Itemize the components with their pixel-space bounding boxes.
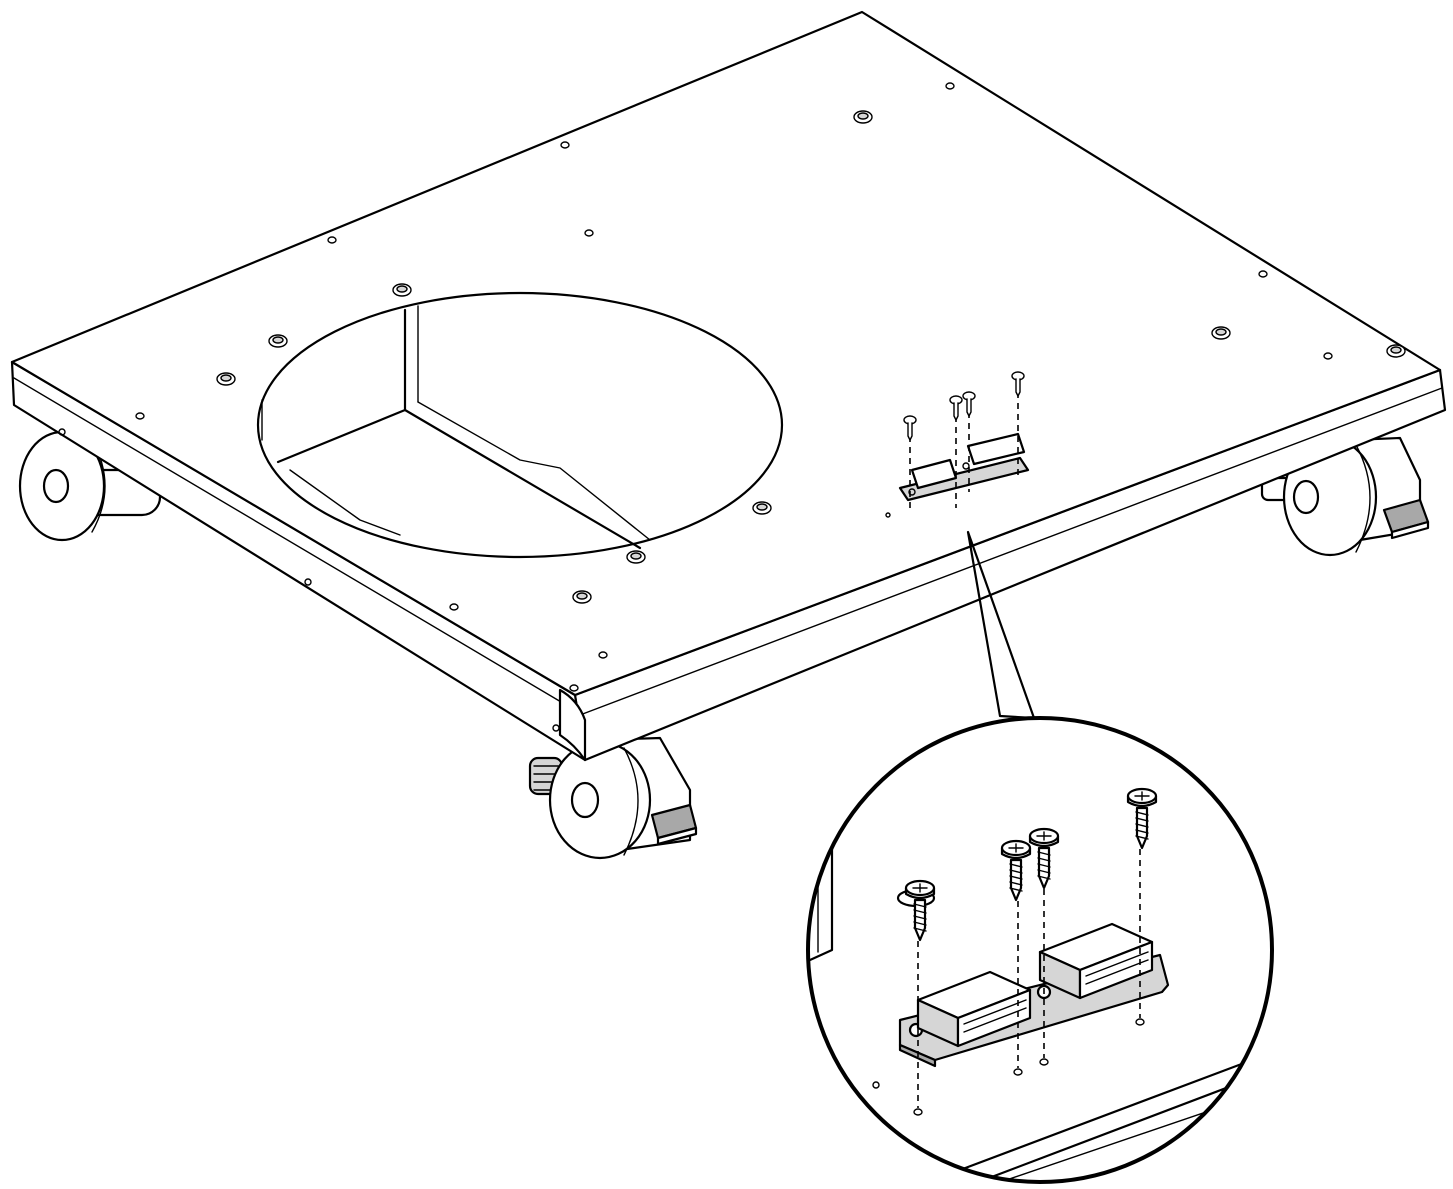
mounting-hole xyxy=(584,229,594,237)
screw-head xyxy=(853,110,873,124)
mounting-hole xyxy=(598,651,608,659)
screw xyxy=(1126,787,1158,850)
caster-wheel-back-right xyxy=(1260,436,1430,557)
screw xyxy=(949,395,963,508)
screw-head xyxy=(216,372,236,386)
mounting-hole xyxy=(327,236,337,244)
mounting-hole xyxy=(1258,270,1268,278)
screw-head xyxy=(268,334,288,348)
magnetic-catch-small xyxy=(885,371,1030,518)
caster-wheel-front xyxy=(528,736,698,860)
wheel-brake-lever-right xyxy=(1382,498,1430,540)
screw-head xyxy=(1386,344,1406,358)
screw-head xyxy=(392,283,412,297)
screw xyxy=(903,415,917,512)
mounting-hole xyxy=(449,603,459,611)
screw-head xyxy=(626,550,646,564)
screw xyxy=(1028,827,1060,890)
mounting-hole xyxy=(1323,352,1333,360)
screw xyxy=(1000,839,1032,902)
magnetic-catch-detail xyxy=(806,716,1274,1184)
screw xyxy=(1011,371,1025,480)
caster-base-plate xyxy=(10,10,1447,762)
mounting-hole xyxy=(560,141,570,149)
screw xyxy=(962,391,976,492)
detail-screws xyxy=(896,787,1158,942)
screw xyxy=(896,879,936,942)
screw-head xyxy=(572,590,592,604)
screw-head xyxy=(1211,326,1231,340)
screw-head xyxy=(752,501,772,515)
mounting-hole xyxy=(135,412,145,420)
mounting-hole xyxy=(945,82,955,90)
mounting-hole xyxy=(569,684,579,692)
detail-pointer xyxy=(966,530,1036,720)
small-screws xyxy=(903,371,1025,512)
wheel-brake-lever-front xyxy=(650,803,698,846)
circular-cutout xyxy=(256,291,784,559)
plate-holes xyxy=(135,82,1406,692)
